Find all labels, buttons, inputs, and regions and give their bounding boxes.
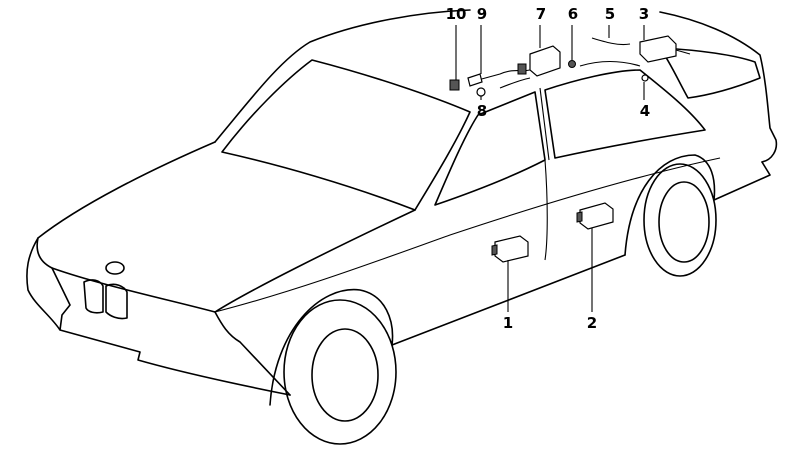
front-wheel-arch xyxy=(269,288,394,406)
callout-2: 2 xyxy=(586,314,598,332)
part-3-actuator xyxy=(639,35,691,63)
front-tire xyxy=(283,299,397,445)
badge-emblem xyxy=(105,261,125,275)
rear-door-window xyxy=(544,69,706,159)
part-1-control-unit xyxy=(491,235,529,263)
grille-left xyxy=(83,279,104,314)
callout-4: 4 xyxy=(639,102,651,120)
callout-9: 9 xyxy=(476,5,488,23)
hood-outline xyxy=(36,141,416,313)
wiring-line xyxy=(499,60,641,89)
callout-7: 7 xyxy=(535,5,547,23)
leader-lines xyxy=(455,25,645,312)
callout-3: 3 xyxy=(638,5,650,23)
door-pillar xyxy=(539,87,550,261)
grille-right xyxy=(105,283,128,320)
part-2-control-unit xyxy=(576,202,614,230)
windshield xyxy=(221,59,471,211)
part-4-washer xyxy=(641,74,649,82)
front-bumper xyxy=(26,237,291,396)
front-wheel-hub xyxy=(311,328,379,422)
callout-5: 5 xyxy=(604,5,616,23)
part-5-cable xyxy=(591,37,631,46)
body-side-line xyxy=(214,157,721,313)
car-roof-outline xyxy=(214,9,778,163)
front-door-window xyxy=(434,91,546,206)
callout-8: 8 xyxy=(476,102,488,120)
rear-wheel-arch xyxy=(624,154,771,256)
rocker-line xyxy=(391,254,626,346)
front-edge xyxy=(214,311,291,396)
callout-10: 10 xyxy=(445,5,467,23)
callout-6: 6 xyxy=(567,5,579,23)
rear-wheel-hub xyxy=(658,181,710,263)
rear-window xyxy=(659,47,761,99)
part-7-module xyxy=(477,45,561,81)
part-6-bolt xyxy=(568,60,576,68)
callout-1: 1 xyxy=(502,314,514,332)
part-10-clip xyxy=(449,79,460,91)
rear-tire xyxy=(643,163,717,277)
part-8-grommet xyxy=(476,87,486,97)
part-9-spring xyxy=(467,73,483,87)
